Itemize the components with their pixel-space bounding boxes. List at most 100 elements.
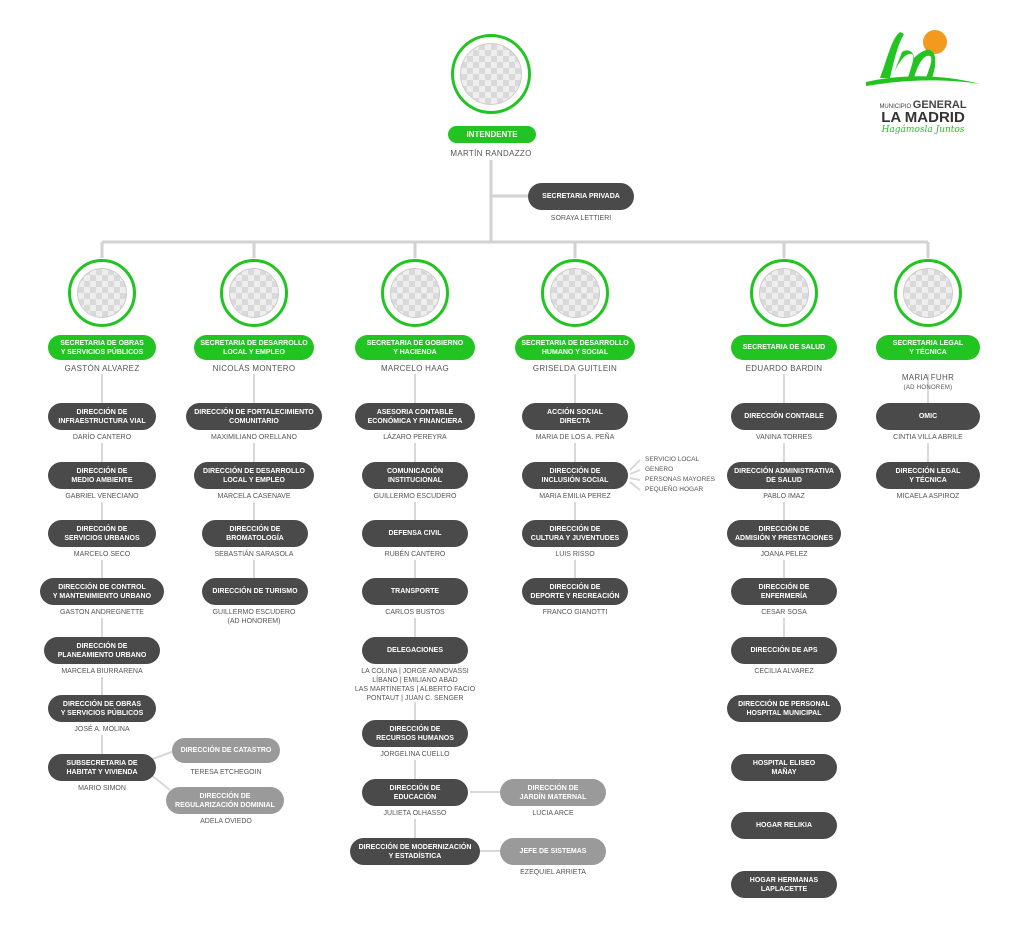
privada-box: SECRETARIA PRIVADA [528,183,634,210]
org-node-name: LÁZARO PEREYRA [383,434,447,441]
org-node-name: SEBASTIÁN SARASOLA [214,551,294,558]
avatar-placeholder [229,268,279,318]
avatar-desarrollo-humano [541,259,609,327]
org-node: TRANSPORTE [362,578,468,605]
secretaria-desarrollo-local-head: NICOLÁS MONTERO [212,364,296,373]
org-node-name: CINTIA VILLA ABRILE [893,434,963,441]
org-node-name: GASTON ANDREGNETTE [60,609,144,616]
org-node-name: MICAELA ASPIROZ [896,493,960,500]
org-node-name: MARIA EMILIA PEREZ [539,493,611,500]
org-node-name: MARCELO SECO [73,551,131,558]
org-node: DIRECCIÓN DE ADMISIÓN Y PRESTACIONES [727,520,841,547]
org-node-name: DARÍO CANTERO [72,434,132,441]
org-node-name: MARIA DE LOS A. PEÑA [535,434,615,441]
secretaria-salud-head: EDUARDO BARDIN [745,364,823,373]
privada-name: SORAYA LETTIERI [550,215,612,222]
org-node: DIRECCIÓN DE FORTALECIMIENTO COMUNITARIO [186,403,322,430]
avatar-obras [68,259,136,327]
avatar-legal [894,259,962,327]
secretaria-gobierno: SECRETARIA DE GOBIERNO Y HACIENDA [355,335,475,360]
avatar-placeholder [77,268,127,318]
org-node: DIRECCIÓN DE DEPORTE Y RECREACIÓN [522,578,628,605]
secretaria-salud: SECRETARIA DE SALUD [731,335,837,360]
inclusion-note: SERVICIO LOCAL [645,456,700,463]
inclusion-note: PEQUEÑO HOGAR [645,486,704,493]
org-node-name: JOANA PELEZ [760,551,808,558]
avatar-desarrollo-local [220,259,288,327]
org-node: DIRECCIÓN DE PERSONAL HOSPITAL MUNICIPAL [727,695,841,722]
org-node-name: JOSÉ A. MOLINA [74,726,130,733]
secretaria-legal: SECRETARIA LEGAL Y TÉCNICA [876,335,980,360]
org-node-name: MARCELA CASENAVE [217,493,291,500]
org-node-name: TERESA ETCHEGOIN [190,769,262,776]
org-node: DIRECCIÓN DE CONTROL Y MANTENIMIENTO URB… [40,578,164,605]
org-node: DIRECCIÓN DE INCLUSIÓN SOCIAL [522,462,628,489]
avatar-gobierno [381,259,449,327]
secretaria-desarrollo-humano-head: GRISELDA GUITLEIN [532,364,618,373]
org-node: OMIC [876,403,980,430]
org-node-sub: DIRECCIÓN DE JARDÍN MATERNAL [500,779,606,806]
org-node-name: PABLO IMAZ [763,493,805,500]
org-node-name: CECILIA ALVAREZ [754,668,814,675]
org-node-name: VANINA TORRES [755,434,813,441]
secretaria-desarrollo-local: SECRETARIA DE DESARROLLO LOCAL Y EMPLEO [194,335,314,360]
avatar-placeholder [390,268,440,318]
org-node-name: RUBÉN CANTERO [384,551,446,558]
avatar-placeholder [759,268,809,318]
secretaria-legal-head-name: MARIA FUHR [901,373,955,382]
org-node-name: MAXIMILIANO ORELLANO [211,434,297,441]
org-node: SUBSECRETARIA DE HABITAT Y VIVIENDA [48,754,156,781]
org-node: DIRECCIÓN DE PLANEAMIENTO URBANO [44,637,160,664]
org-node-name: MARIO SIMON [78,785,126,792]
org-node: DEFENSA CIVIL [362,520,468,547]
org-node: DIRECCIÓN DE OBRAS Y SERVICIOS PÚBLICOS [48,695,156,722]
org-node-name: LUIS RISSO [555,551,595,558]
org-node: DIRECCIÓN DE TURISMO [202,578,308,605]
org-node-sub: DIRECCIÓN DE CATASTRO [172,738,280,763]
secretaria-desarrollo-humano: SECRETARIA DE DESARROLLO HUMANO Y SOCIAL [515,335,635,360]
org-node-name: FRANCO GIANOTTI [542,609,608,616]
logo-city: LA MADRID [881,109,965,126]
org-node-name: LUCIA ARCE [532,810,574,817]
org-node-name: CARLOS BUSTOS [385,609,445,616]
inclusion-note: GENERO [645,466,674,473]
logo-general: GENERAL [912,99,967,111]
org-node: DIRECCIÓN DE RECURSOS HUMANOS [362,720,468,747]
org-node: DIRECCIÓN DE MODERNIZACIÓN Y ESTADÍSTICA [350,838,480,865]
org-node: ACCIÓN SOCIAL DIRECTA [522,403,628,430]
org-node-sub: DIRECCIÓN DE REGULARIZACIÓN DOMINIAL [166,787,284,814]
org-node: ASESORIA CONTABLE ECONÓMICA Y FINANCIERA [355,403,475,430]
intendente-label: INTENDENTE [448,126,536,143]
org-node-name: MARCELA BIURRARENA [61,668,143,675]
org-node: HOSPITAL ELISEO MAÑAY [731,754,837,781]
org-node-name: LA COLINA | JORGE ANNOVASSI LÍBANO | EMI… [354,668,476,702]
org-node: DIRECCIÓN DE CULTURA Y JUVENTUDES [522,520,628,547]
org-node-name: GUILLERMO ESCUDERO (AD HONOREM) [212,609,296,625]
org-node: DELEGACIONES [362,637,468,664]
org-node: COMUNICACIÓN INSTITUCIONAL [362,462,468,489]
avatar-placeholder [903,268,953,318]
org-node-name: JULIETA OLHASSO [383,810,447,817]
org-node-name: JORGELINA CUELLO [380,751,450,758]
org-node: DIRECCIÓN DE MEDIO AMBIENTE [48,462,156,489]
secretaria-legal-head: MARIA FUHR (AD HONOREM) [848,364,1008,393]
secretaria-obras-head: GASTÓN ALVAREZ [64,364,140,373]
avatar-placeholder [550,268,600,318]
org-node: DIRECCIÓN DE ENFERMERÍA [731,578,837,605]
org-node-name: CESAR SOSA [761,609,807,616]
avatar-intendente [451,34,531,114]
org-node: DIRECCIÓN DE APS [731,637,837,664]
logo-municipio: MUNICIPIO [879,104,912,110]
org-node: DIRECCIÓN CONTABLE [731,403,837,430]
avatar-placeholder [460,43,522,105]
municipality-logo: MUNICIPIO GENERAL LA MADRID Hagámosla Ju… [862,26,984,136]
org-node: DIRECCIÓN DE SERVICIOS URBANOS [48,520,156,547]
avatar-salud [750,259,818,327]
org-node: DIRECCIÓN ADMINISTRATIVA DE SALUD [727,462,841,489]
org-node: DIRECCIÓN DE EDUCACIÓN [362,779,468,806]
org-node-sub: JEFE DE SISTEMAS [500,838,606,865]
org-node-name: ADELA OVIEDO [200,818,252,825]
org-node: DIRECCIÓN DE INFRAESTRUCTURA VIAL [48,403,156,430]
secretaria-legal-head-note: (AD HONOREM) [903,385,953,391]
